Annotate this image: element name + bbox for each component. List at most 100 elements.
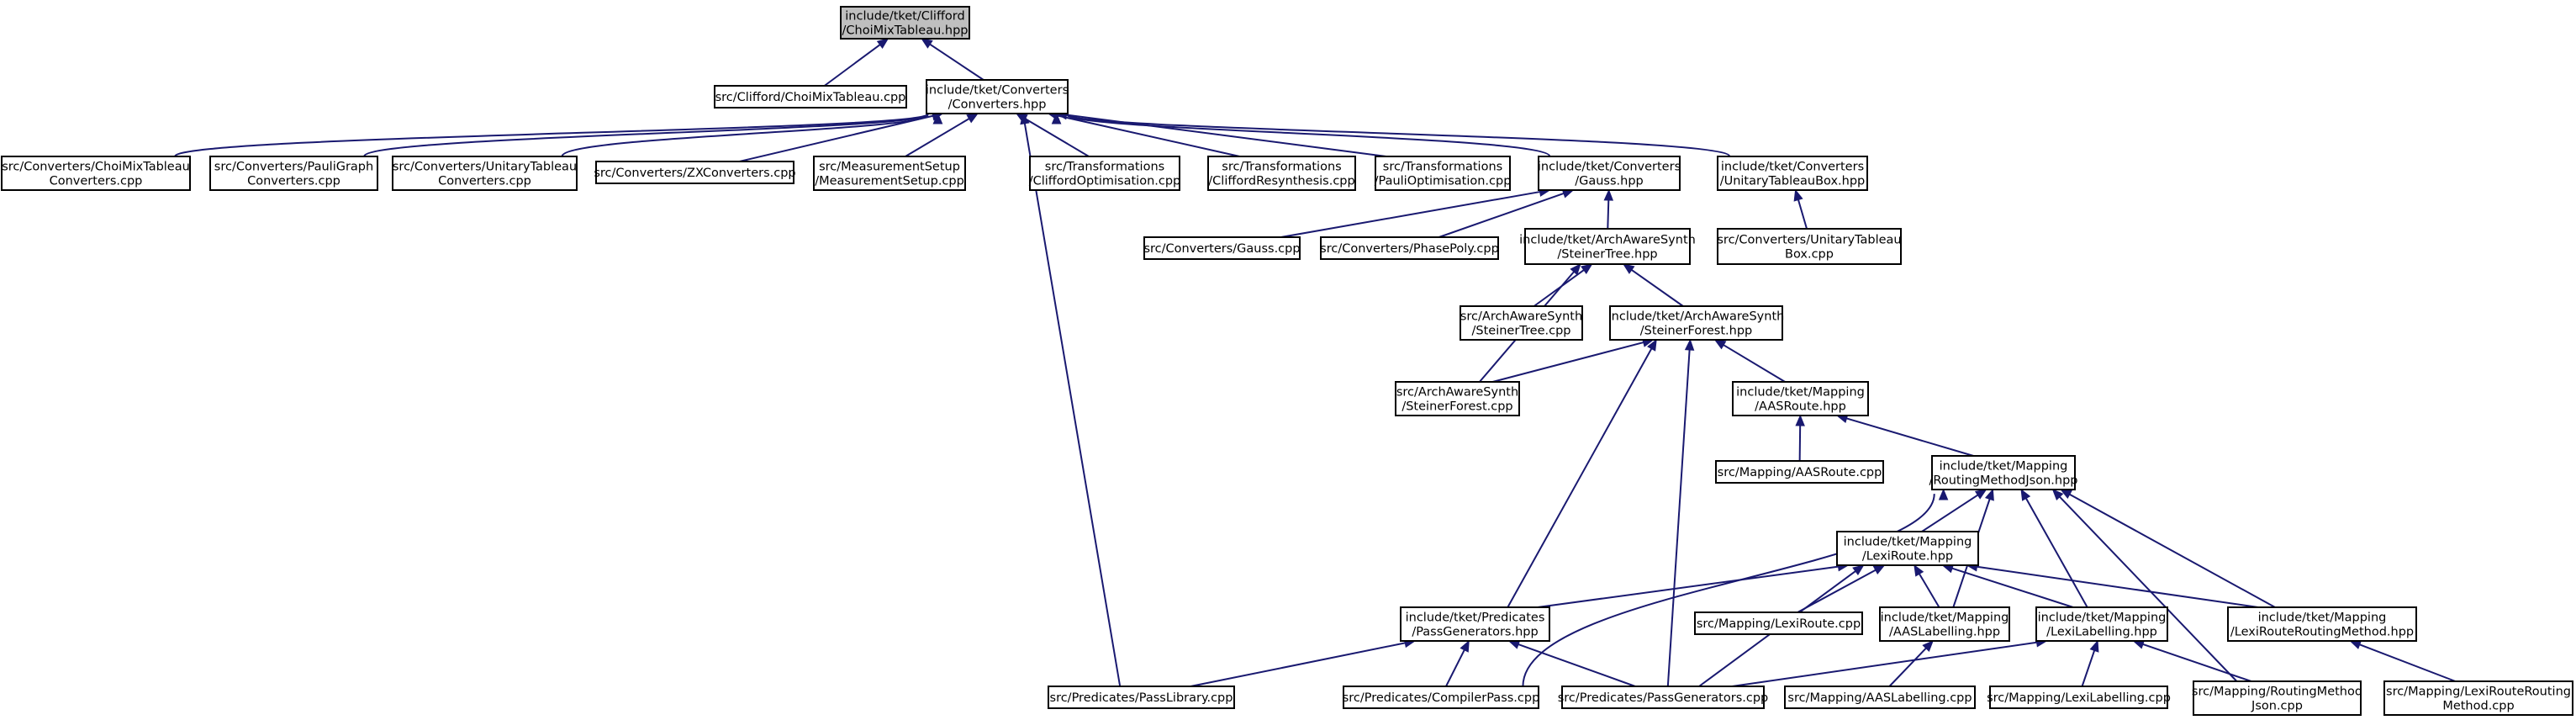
node-steinertree-hpp[interactable]: include/tket/ArchAwareSynth/SteinerTree.… [1519, 228, 1696, 265]
node-label-line: src/Mapping/LexiLabelling.cpp [1987, 691, 2171, 705]
node-box [1717, 228, 1902, 265]
node-lexiroutingmethod-hpp[interactable]: include/tket/Mapping/LexiRouteRoutingMet… [2227, 606, 2417, 642]
edge-converters-hpp-to-conv-choimix-cpp [174, 112, 943, 157]
node-label-line: src/Mapping/AASLabelling.cpp [1787, 691, 1972, 705]
node-box [926, 79, 1069, 114]
node-choimix-hpp[interactable]: include/tket/Clifford/ChoiMixTableau.hpp [840, 6, 970, 40]
node-label-line: src/Predicates/PassGenerators.cpp [1558, 691, 1769, 705]
edge-routingjson-hpp-to-lexilabelling-hpp [2020, 488, 2088, 608]
node-label-line: src/Converters/ZXConverters.cpp [594, 167, 795, 180]
edge-routingjson-hpp-to-compilerpass-cpp [1522, 488, 1949, 687]
node-label-line: Converters.cpp [438, 175, 531, 188]
node-box [2193, 680, 2362, 716]
node-box [1538, 156, 1681, 191]
node-label-line: Method.cpp [2442, 700, 2514, 713]
node-box [1989, 686, 2168, 709]
edge-steinerforest-hpp-to-steinerforest-cpp [1492, 337, 1655, 383]
node-choimix-cpp[interactable]: src/Clifford/ChoiMixTableau.cpp [714, 85, 907, 109]
node-routingjson-hpp[interactable]: include/tket/Mapping/RoutingMethodJson.h… [1929, 455, 2078, 490]
node-lexilabelling-hpp[interactable]: include/tket/Mapping/LexiLabelling.hpp [2035, 606, 2168, 642]
node-box [1561, 686, 1765, 709]
node-cliffordopt-cpp[interactable]: src/Transformations/CliffordOptimisation… [1029, 156, 1181, 191]
node-label-line: /Gauss.hpp [1575, 175, 1644, 188]
edge-lexiroute-hpp-to-lexiroutingmethod-hpp [1966, 562, 2259, 608]
node-aaslabelling-hpp[interactable]: include/tket/Mapping/AASLabelling.hpp [1879, 606, 2010, 642]
node-box [2035, 606, 2168, 642]
node-label-line: src/Clifford/ChoiMixTableau.cpp [715, 91, 906, 104]
node-box [840, 6, 970, 40]
edge-passgen-hpp-to-passlibrary-cpp [1190, 638, 1417, 687]
node-box [1836, 531, 1979, 566]
node-label-line: src/Mapping/RoutingMethod [2192, 686, 2362, 699]
node-label-line: src/Mapping/AASRoute.cpp [1718, 466, 1882, 479]
node-label-line: /AASRoute.hpp [1755, 400, 1846, 414]
node-box [1524, 228, 1691, 265]
node-label-line: /SteinerTree.cpp [1472, 325, 1571, 338]
node-label-line: include/tket/Mapping [1940, 460, 2068, 474]
node-label-line: src/ArchAwareSynth [1460, 310, 1582, 324]
node-label-line: src/MeasurementSetup [819, 161, 960, 174]
node-passgen-hpp[interactable]: include/tket/Predicates/PassGenerators.h… [1400, 606, 1550, 642]
node-conv-choimix-cpp[interactable]: src/Converters/ChoiMixTableauConverters.… [1, 156, 191, 191]
node-box [209, 156, 378, 191]
node-label-line: Box.cpp [1785, 248, 1834, 262]
node-routingjson-cpp[interactable]: src/Mapping/RoutingMethodJson.cpp [2192, 680, 2362, 716]
node-compilerpass-cpp[interactable]: src/Predicates/CompilerPass.cpp [1343, 686, 1540, 709]
node-lexiroute-hpp[interactable]: include/tket/Mapping/LexiRoute.hpp [1836, 531, 1979, 566]
node-gauss-hpp[interactable]: include/tket/Converters/Gauss.hpp [1538, 156, 1681, 191]
node-label-line: src/Converters/ChoiMixTableau [2, 161, 190, 174]
edge-aasroute-hpp-to-routingjson-hpp [1835, 414, 1974, 457]
node-zxconverters-cpp[interactable]: src/Converters/ZXConverters.cpp [594, 161, 796, 184]
node-unitarybox-cpp[interactable]: src/Converters/UnitaryTableauBox.cpp [1717, 228, 1902, 265]
node-box [813, 156, 966, 191]
node-lexiroutingmethod-cpp[interactable]: src/Mapping/LexiRouteRoutingMethod.cpp [2383, 680, 2573, 716]
edge-lexiroute-hpp-to-passgen-hpp [1537, 561, 1850, 608]
edge-lexilabelling-hpp-to-routingjson-cpp [2132, 639, 2252, 682]
edge-routingjson-hpp-to-lexiroute-hpp [1921, 489, 1987, 532]
node-label-line: /UnitaryTableauBox.hpp [1720, 175, 1866, 188]
node-steinerforest-cpp[interactable]: src/ArchAwareSynth/SteinerForest.cpp [1395, 381, 1520, 416]
node-label-line: src/Transformations [1383, 161, 1502, 174]
node-cliffordresynth-cpp[interactable]: src/Transformations/CliffordResynthesis.… [1207, 156, 1356, 191]
node-box [2227, 606, 2417, 642]
edge-lexiroute-hpp-to-aaslabelling-hpp [1914, 564, 1940, 608]
node-steinerforest-hpp[interactable]: include/tket/ArchAwareSynth/SteinerFores… [1608, 305, 1785, 341]
edge-aaslabelling-hpp-to-aaslabelling-cpp [1888, 640, 1935, 687]
edge-converters-hpp-to-gauss-hpp [1051, 112, 1551, 157]
node-unitarybox-hpp[interactable]: include/tket/Converters/UnitaryTableauBo… [1717, 156, 1868, 191]
node-lexiroute-cpp[interactable]: src/Mapping/LexiRoute.cpp [1694, 611, 1863, 635]
node-label-line: src/Predicates/PassLibrary.cpp [1050, 691, 1233, 705]
node-label-line: /RoutingMethodJson.hpp [1929, 474, 2078, 488]
node-box [1931, 455, 2076, 490]
node-box [1715, 460, 1884, 484]
node-gauss-cpp[interactable]: src/Converters/Gauss.cpp [1143, 236, 1301, 260]
edge-gauss-hpp-to-steinertree-hpp [1603, 188, 1614, 230]
edge-lexiroute-hpp-to-lexiroute-cpp [1797, 564, 1886, 613]
edge-steinertree-hpp-to-steinerforest-hpp [1622, 263, 1684, 307]
node-label-line: src/Converters/Gauss.cpp [1143, 242, 1300, 256]
node-steinertree-cpp[interactable]: src/ArchAwareSynth/SteinerTree.cpp [1460, 305, 1583, 341]
node-box [714, 85, 907, 109]
node-phasepoly-cpp[interactable]: src/Converters/PhasePoly.cpp [1320, 236, 1499, 260]
node-label-line: src/Transformations [1045, 161, 1164, 174]
node-pauliopt-cpp[interactable]: src/Transformations/PauliOptimisation.cp… [1375, 156, 1512, 191]
node-measurementsetup-cpp[interactable]: src/MeasurementSetup/MeasurementSetup.cp… [813, 156, 966, 191]
node-aaslabelling-cpp[interactable]: src/Mapping/AASLabelling.cpp [1784, 686, 1976, 709]
node-aasroute-cpp[interactable]: src/Mapping/AASRoute.cpp [1715, 460, 1884, 484]
node-aasroute-hpp[interactable]: include/tket/Mapping/AASRoute.hpp [1732, 381, 1869, 416]
node-lexilabelling-cpp[interactable]: src/Mapping/LexiLabelling.cpp [1987, 686, 2171, 709]
node-converters-hpp[interactable]: include/tket/Converters/Converters.hpp [926, 79, 1069, 114]
edge-steinerforest-hpp-to-aasroute-hpp [1713, 339, 1786, 383]
node-passlibrary-cpp[interactable]: src/Predicates/PassLibrary.cpp [1048, 686, 1235, 709]
edge-routingjson-hpp-to-routingjson-cpp [2051, 489, 2238, 682]
node-label-line: src/Mapping/LexiRoute.cpp [1697, 617, 1861, 631]
node-label-line: include/tket/Mapping [1736, 386, 1865, 400]
node-box [1, 156, 191, 191]
node-label-line: /PauliOptimisation.cpp [1375, 175, 1512, 188]
node-passgen-cpp[interactable]: src/Predicates/PassGenerators.cpp [1558, 686, 1769, 709]
node-label-line: include/tket/Converters [1538, 161, 1681, 174]
node-box [1207, 156, 1356, 191]
node-conv-unitary-cpp[interactable]: src/Converters/UnitaryTableauConverters.… [392, 156, 578, 191]
edge-lexilabelling-hpp-to-lexilabelling-cpp [2081, 639, 2099, 687]
